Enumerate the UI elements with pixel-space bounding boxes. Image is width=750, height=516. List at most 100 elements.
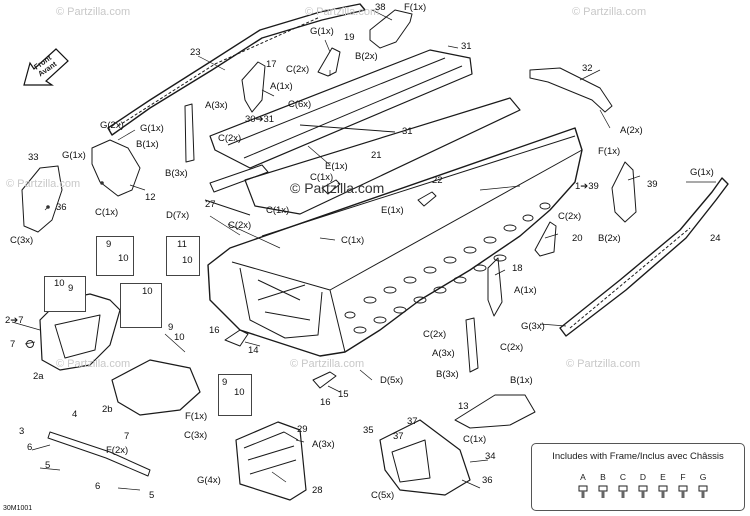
part-callout: B(2x) [355,51,378,62]
part-callout: G(1x) [690,167,714,178]
part-callout: 10 [118,253,129,264]
part-callout: 23 [190,47,201,58]
kit-box-9-10-a [96,236,134,276]
part-callout: D(5x) [380,375,404,386]
part-callout: 16 [320,397,331,408]
part-callout: 9 [168,322,174,333]
part-callout: C(2x) [228,220,252,231]
part-callout: G(2x) [100,120,124,131]
part-callout: C(3x) [184,430,208,441]
part-callout: A(3x) [432,348,455,359]
kit-box-11-10 [166,236,200,276]
part-callout: A(1x) [514,285,537,296]
part-callout: C(2x) [500,342,524,353]
lower-bracket-2b [111,359,201,416]
fastener-icon [598,485,608,498]
watermark: © Partzilla.com [305,6,380,18]
frame-hardware-legend: Includes with Frame/Inclus avec Châssis … [531,443,745,511]
part-callout: E(1x) [325,161,348,172]
part-callout: C(1x) [310,172,334,183]
part-callout: 34 [485,451,496,462]
part-callout: 13 [458,401,469,412]
fastener-icon [698,485,708,498]
rail-23 [107,3,366,136]
part-callout: C(2x) [286,64,310,75]
watermark: © Partzilla.com [566,358,641,370]
part-callout: 17 [266,59,277,70]
cover-28 [235,421,307,501]
part-callout: 24 [710,233,721,244]
part-callout: 35 [363,425,374,436]
watermark: © Partzilla.com [290,358,365,370]
part-callout: B(2x) [598,233,621,244]
part-callout: 3 [19,426,25,437]
watermark: © Partzilla.com [572,6,647,18]
part-callout: 10 [182,255,193,266]
part-callout: E(1x) [381,205,404,216]
bracket-13 [454,394,536,429]
part-callout: 4 [72,409,78,420]
part-callout: 10 [54,278,65,289]
part-callout: 2a [33,371,44,382]
part-callout: 38 [375,2,386,13]
part-callout: G(1x) [62,150,86,161]
part-callout: 2b [102,404,113,415]
legend-fastener-c: C [612,472,634,499]
part-callout: C(1x) [266,205,290,216]
part-callout: 1➔39 [575,181,599,192]
part-callout: 14 [248,345,259,356]
part-callout: 29 [297,424,308,435]
part-callout: C(2x) [218,133,242,144]
part-callout: 5 [149,490,155,501]
part-callout: 36 [482,475,493,486]
part-callout: C(5x) [371,490,395,501]
part-callout: C(1x) [341,235,365,246]
kit-box-9-10-b [120,283,162,328]
part-callout: 6 [27,442,33,453]
center-watermark: © Partzilla.com [290,180,385,196]
bracket-18 [487,257,503,317]
part-callout: C(2x) [558,211,582,222]
bracket-20 [534,221,557,257]
tunnel-top-panel [209,49,473,169]
part-callout: C(2x) [423,329,447,340]
part-callout: 28 [312,485,323,496]
legend-fastener-label: D [639,472,647,482]
part-callout: G(3x) [521,321,545,332]
legend-fastener-f: F [672,472,694,499]
legend-fastener-label: E [660,472,666,482]
part-callout: 12 [145,192,156,203]
rail-24 [559,177,729,337]
part-callout: 37 [393,431,404,442]
part-callout: F(1x) [404,2,427,13]
part-callout: D(7x) [166,210,190,221]
part-callout: 5 [45,460,51,471]
mid-tunnel-panel [244,97,521,215]
part-callout: A(3x) [205,100,228,111]
fastener-icon [578,485,588,498]
plate-3 [47,431,151,477]
part-callout: 32 [582,63,593,74]
part-callout: 6 [95,481,101,492]
part-callout: 10 [174,332,185,343]
bracket-32 [529,67,613,113]
part-callout: A(1x) [270,81,293,92]
part-callout: 9 [106,239,112,250]
watermark: © Partzilla.com [56,358,131,370]
part-callout: B(3x) [165,168,188,179]
part-callout: F(2x) [106,445,129,456]
part-callout: 7 [10,339,16,350]
bracket-14 [224,329,249,347]
fastener-icon [678,485,688,498]
main-chassis [207,127,583,357]
part-callout: B(3x) [436,369,459,380]
part-callout: 10 [234,387,245,398]
fastener-icon [658,485,668,498]
part-callout: A(3x) [312,439,335,450]
part-callout: 31 [402,126,413,137]
part-callout: A(2x) [620,125,643,136]
bracket-33 [21,165,63,233]
part-callout: 33 [28,152,39,163]
legend-fastener-e: E [652,472,674,499]
